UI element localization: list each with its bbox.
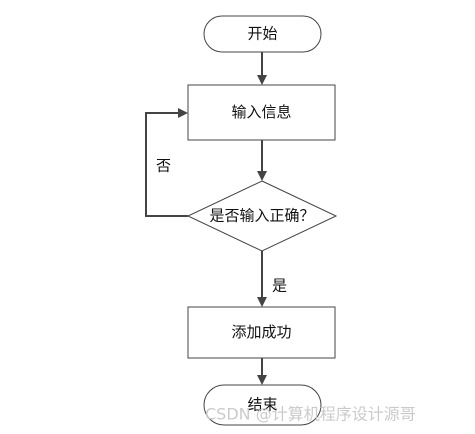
no-edge-label: 否 — [156, 157, 171, 175]
input-info-label: 输入信息 — [231, 103, 291, 121]
start-node: 开始 — [203, 15, 322, 53]
decision-label: 是否输入正确？ — [209, 207, 314, 225]
start-node-label: 开始 — [247, 25, 277, 43]
end-node: 结束 — [203, 384, 322, 426]
add-success-label: 添加成功 — [231, 323, 291, 341]
add-success-node: 添加成功 — [187, 306, 336, 359]
input-info-node: 输入信息 — [187, 84, 336, 141]
edge-decision-no-loop — [145, 108, 188, 217]
watermark: CSDN @计算机程序设计源哥 — [205, 405, 416, 424]
end-node-label: 结束 — [247, 396, 277, 414]
input-correct-decision: 是否输入正确？ — [186, 180, 338, 252]
yes-edge-label: 是 — [272, 277, 287, 295]
